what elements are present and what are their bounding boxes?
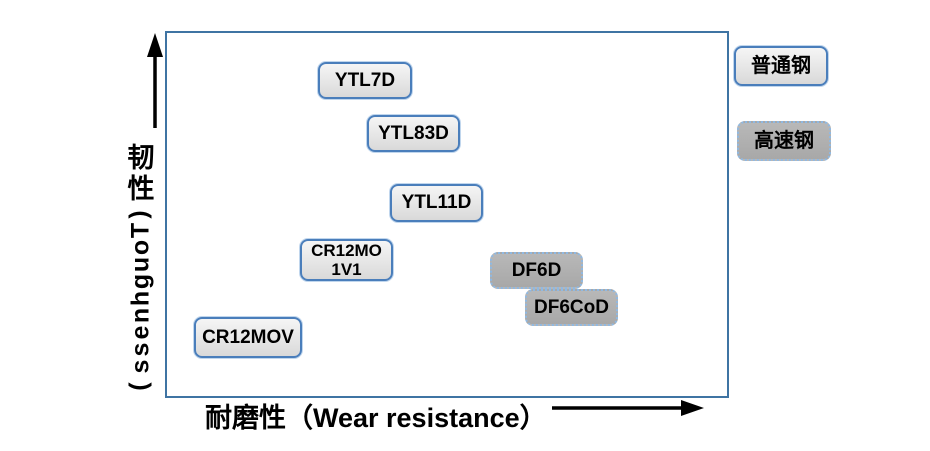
legend-label: 普通钢 bbox=[751, 55, 811, 77]
x-axis-arrow bbox=[552, 400, 704, 416]
material-label: CR12MOV bbox=[202, 326, 294, 348]
material-box-ytl7d: YTL7D bbox=[318, 62, 412, 99]
material-box-df6cod: DF6CoD bbox=[525, 289, 618, 326]
material-label: YTL7D bbox=[334, 69, 396, 91]
material-box-ytl11d: YTL11D bbox=[390, 184, 483, 222]
material-box-ytl83d: YTL83D bbox=[367, 115, 460, 152]
y-axis-label-cn-char: 性 bbox=[127, 174, 155, 204]
material-box-cr12mov: CR12MOV bbox=[194, 317, 302, 358]
y-axis-arrow bbox=[147, 33, 163, 128]
legend-item-ordinary-steel: 普通钢 bbox=[734, 46, 828, 86]
x-axis-label: 耐磨性（Wear resistance） bbox=[205, 402, 547, 433]
material-label: YTL83D bbox=[378, 122, 449, 144]
material-label: 1V1 bbox=[331, 260, 362, 279]
legend-item-high-speed-steel: 高速钢 bbox=[737, 121, 831, 161]
y-axis-label-paren-close: ) bbox=[127, 382, 156, 391]
y-axis-label-cn-char: 韧 bbox=[127, 143, 155, 173]
legend-label: 高速钢 bbox=[754, 130, 814, 152]
material-label: CR12MO bbox=[311, 241, 382, 260]
material-label: YTL11D bbox=[401, 192, 472, 213]
material-box-df6d: DF6D bbox=[490, 252, 583, 289]
material-label: DF6CoD bbox=[534, 296, 609, 318]
material-label: DF6D bbox=[511, 259, 562, 281]
